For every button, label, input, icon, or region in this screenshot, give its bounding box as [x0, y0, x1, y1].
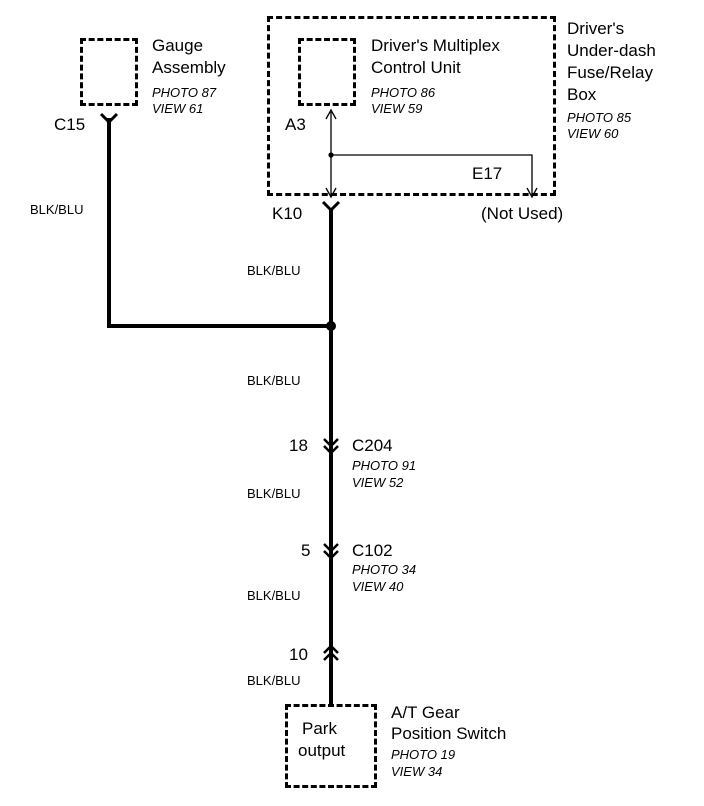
- gauge-view: VIEW 61: [152, 101, 204, 116]
- c102-photo: PHOTO 34: [352, 562, 417, 577]
- gauge-wire-color: BLK/BLU: [30, 202, 84, 217]
- wire-color-1: BLK/BLU: [247, 263, 301, 278]
- switch-connector-symbol-2: [323, 651, 339, 661]
- c15-connector-symbol: [99, 112, 119, 125]
- fusebox-name-4: Box: [567, 85, 597, 104]
- switch-photo: PHOTO 19: [391, 747, 456, 762]
- fusebox-view: VIEW 60: [567, 126, 619, 141]
- mcu-name-1: Driver's Multiplex: [371, 36, 500, 55]
- fusebox-not-used: (Not Used): [481, 204, 564, 223]
- fusebox-photo: PHOTO 85: [567, 110, 632, 125]
- switch-connector-symbol-1: [323, 644, 339, 654]
- gauge-name-2: Assembly: [152, 58, 226, 77]
- fusebox-name-3: Fuse/Relay: [567, 63, 653, 82]
- switch-view: VIEW 34: [391, 764, 443, 779]
- c102-name: C102: [352, 541, 393, 560]
- gauge-name-1: Gauge: [152, 36, 204, 55]
- switch-box: [285, 704, 377, 788]
- c204-photo: PHOTO 91: [352, 458, 417, 473]
- multiplex-control-unit-box: [298, 38, 356, 106]
- a3-arrow: [325, 108, 337, 120]
- wire-color-3: BLK/BLU: [247, 486, 301, 501]
- switch-inner-2: output: [298, 741, 346, 760]
- mcu-name-2: Control Unit: [371, 58, 461, 77]
- c204-view: VIEW 52: [352, 475, 404, 490]
- gauge-photo: PHOTO 87: [152, 85, 217, 100]
- switch-name-2: Position Switch: [391, 724, 507, 743]
- fusebox-name-2: Under-dash: [567, 41, 656, 60]
- gauge-wire: [107, 118, 331, 328]
- gauge-assembly-box: [80, 38, 138, 106]
- mcu-terminal: A3: [285, 115, 306, 134]
- c102-connector-symbol-1: [323, 543, 339, 553]
- c102-pin: 5: [301, 541, 311, 560]
- fusebox-terminal-k10: K10: [272, 204, 303, 223]
- switch-pin: 10: [289, 645, 308, 664]
- fusebox-terminal-e17: E17: [472, 164, 503, 183]
- c204-connector-symbol-1: [323, 438, 339, 448]
- c102-view: VIEW 40: [352, 579, 404, 594]
- c204-pin: 18: [289, 436, 308, 455]
- c102-connector-symbol-2: [323, 550, 339, 560]
- fuse-relay-box: [267, 16, 556, 196]
- c204-name: C204: [352, 436, 393, 455]
- fusebox-name-1: Driver's: [567, 19, 625, 38]
- c204-connector-symbol-2: [323, 445, 339, 455]
- gauge-connector: C15: [54, 115, 86, 134]
- switch-name-1: A/T Gear: [391, 703, 460, 722]
- e17-arrow: [526, 187, 538, 199]
- k10-arrow: [325, 187, 337, 199]
- mcu-view: VIEW 59: [371, 101, 423, 116]
- wire-color-5: BLK/BLU: [247, 673, 301, 688]
- splice-point: [326, 321, 336, 331]
- k10-connector-symbol: [321, 200, 341, 213]
- switch-inner-1: Park: [302, 719, 337, 738]
- internal-wire-e17: [331, 154, 533, 196]
- mcu-photo: PHOTO 86: [371, 85, 436, 100]
- wire-color-4: BLK/BLU: [247, 588, 301, 603]
- wire-color-2: BLK/BLU: [247, 373, 301, 388]
